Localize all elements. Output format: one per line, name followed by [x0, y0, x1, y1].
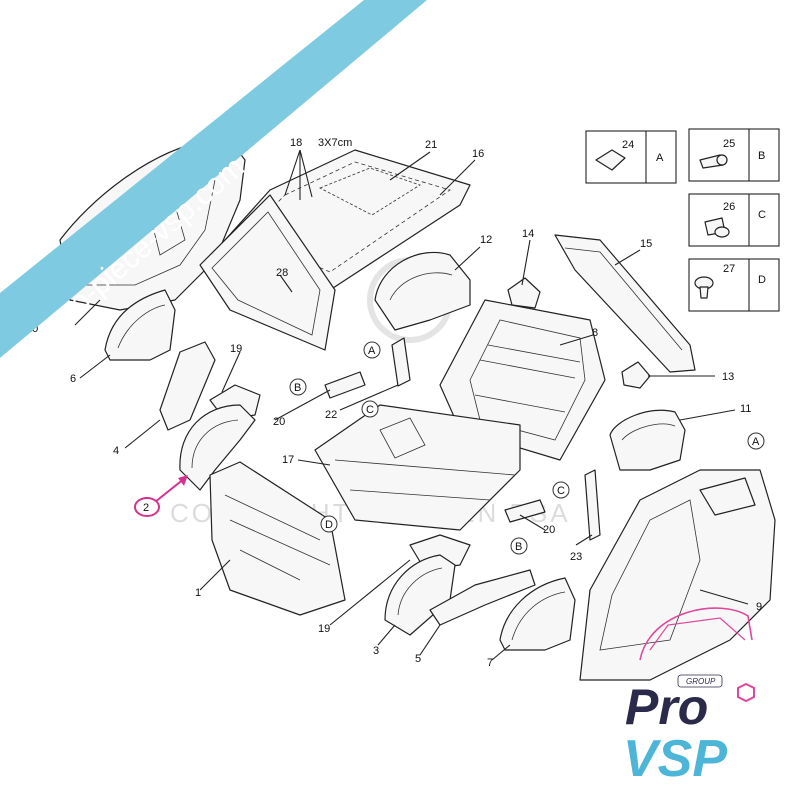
part-17-front-floor: [314, 404, 521, 531]
ref-circle-c-upper: C: [361, 400, 379, 418]
ref-circle-a-right: A: [747, 432, 765, 450]
svg-text:26: 26: [723, 201, 735, 213]
part-15-rear-end-panel: [554, 234, 696, 373]
label-13: 13: [722, 371, 734, 383]
label-5: 5: [415, 653, 421, 665]
part-20a-strip: [324, 371, 366, 399]
label-6: 6: [70, 373, 76, 385]
highlight-arrow: [154, 475, 188, 503]
label-8: 8: [592, 327, 598, 339]
ref-circle-c-right: C: [552, 481, 570, 499]
svg-text:A: A: [368, 345, 376, 357]
part-1-front-bulkhead: [209, 461, 346, 616]
ref-circle-b-upper: B: [289, 378, 307, 396]
part-13-bracket: [621, 361, 651, 389]
logo-pro: Pro: [625, 679, 708, 735]
svg-text:A: A: [656, 152, 664, 164]
part-4-reinforcement: [159, 341, 216, 431]
logo-tag: GROUP: [686, 677, 716, 686]
fastener-box-24: 24 A: [585, 130, 677, 184]
label-2: 2: [143, 502, 149, 514]
logo-car-outline: [639, 607, 753, 661]
leader-lines: [74, 149, 749, 661]
ref-circle-d: D: [320, 515, 338, 533]
svg-text:C: C: [366, 404, 374, 416]
label-21: 21: [425, 139, 437, 151]
label-12: 12: [480, 234, 492, 246]
label-28: 28: [276, 267, 288, 279]
fastener-box-25: 25 B: [688, 128, 780, 182]
label-18: 18: [290, 137, 302, 149]
label-20b: 20: [543, 524, 555, 536]
label-3: 3: [373, 645, 379, 657]
label-17: 17: [282, 454, 294, 466]
label-22: 22: [325, 409, 337, 421]
label-15: 15: [640, 238, 652, 250]
svg-text:C: C: [557, 485, 565, 497]
label-19b: 19: [318, 623, 330, 635]
label-1: 1: [195, 587, 201, 599]
part-23-rail: [584, 469, 601, 541]
svg-text:B: B: [294, 382, 301, 394]
part-9-right-body-side: [579, 469, 776, 681]
svg-text:D: D: [325, 519, 333, 531]
svg-text:24: 24: [622, 139, 634, 151]
part-14-bracket: [507, 277, 541, 309]
logo-hex-icon: [737, 682, 755, 703]
label-11: 11: [740, 403, 751, 415]
svg-text:B: B: [515, 541, 522, 553]
svg-text:A: A: [752, 436, 760, 448]
label-19a: 19: [230, 343, 242, 355]
svg-text:D: D: [758, 274, 766, 286]
part-20b-strip: [504, 499, 546, 523]
ref-circle-a-upper: A: [363, 341, 381, 359]
svg-text:27: 27: [723, 263, 735, 275]
svg-text:25: 25: [723, 138, 735, 150]
highlighted-callout-2: 2: [134, 497, 160, 517]
label-23: 23: [570, 551, 582, 563]
part-6-front-wing-left: [104, 289, 176, 361]
label-20a: 20: [273, 416, 285, 428]
label-14: 14: [522, 228, 534, 240]
size-note: 3X7cm: [318, 137, 352, 149]
part-7-front-wing-right: [499, 577, 576, 651]
part-12-rear-wheelarch-upper: [374, 251, 471, 331]
provsp-logo: GROUP Pro VSP: [623, 607, 755, 788]
svg-text:B: B: [758, 150, 765, 162]
part-2-inner-wheelarch: [179, 404, 256, 491]
ref-circle-b-lower: B: [510, 537, 528, 555]
label-4: 4: [113, 445, 119, 457]
label-9: 9: [756, 601, 762, 613]
reference-letters: A B C A C D B: [289, 341, 765, 555]
fastener-box-26: 26 C: [688, 193, 780, 247]
label-7: 7: [487, 657, 493, 669]
label-16: 16: [472, 148, 484, 160]
roof-assembly: [199, 149, 471, 351]
svg-text:C: C: [758, 209, 766, 221]
part-3-wheelarch-lower: [384, 554, 456, 636]
part-11-right-wheelarch: [609, 409, 686, 471]
fastener-box-27: 27 D: [688, 258, 780, 312]
part-22-rail: [391, 337, 411, 387]
logo-vsp: VSP: [623, 730, 727, 788]
